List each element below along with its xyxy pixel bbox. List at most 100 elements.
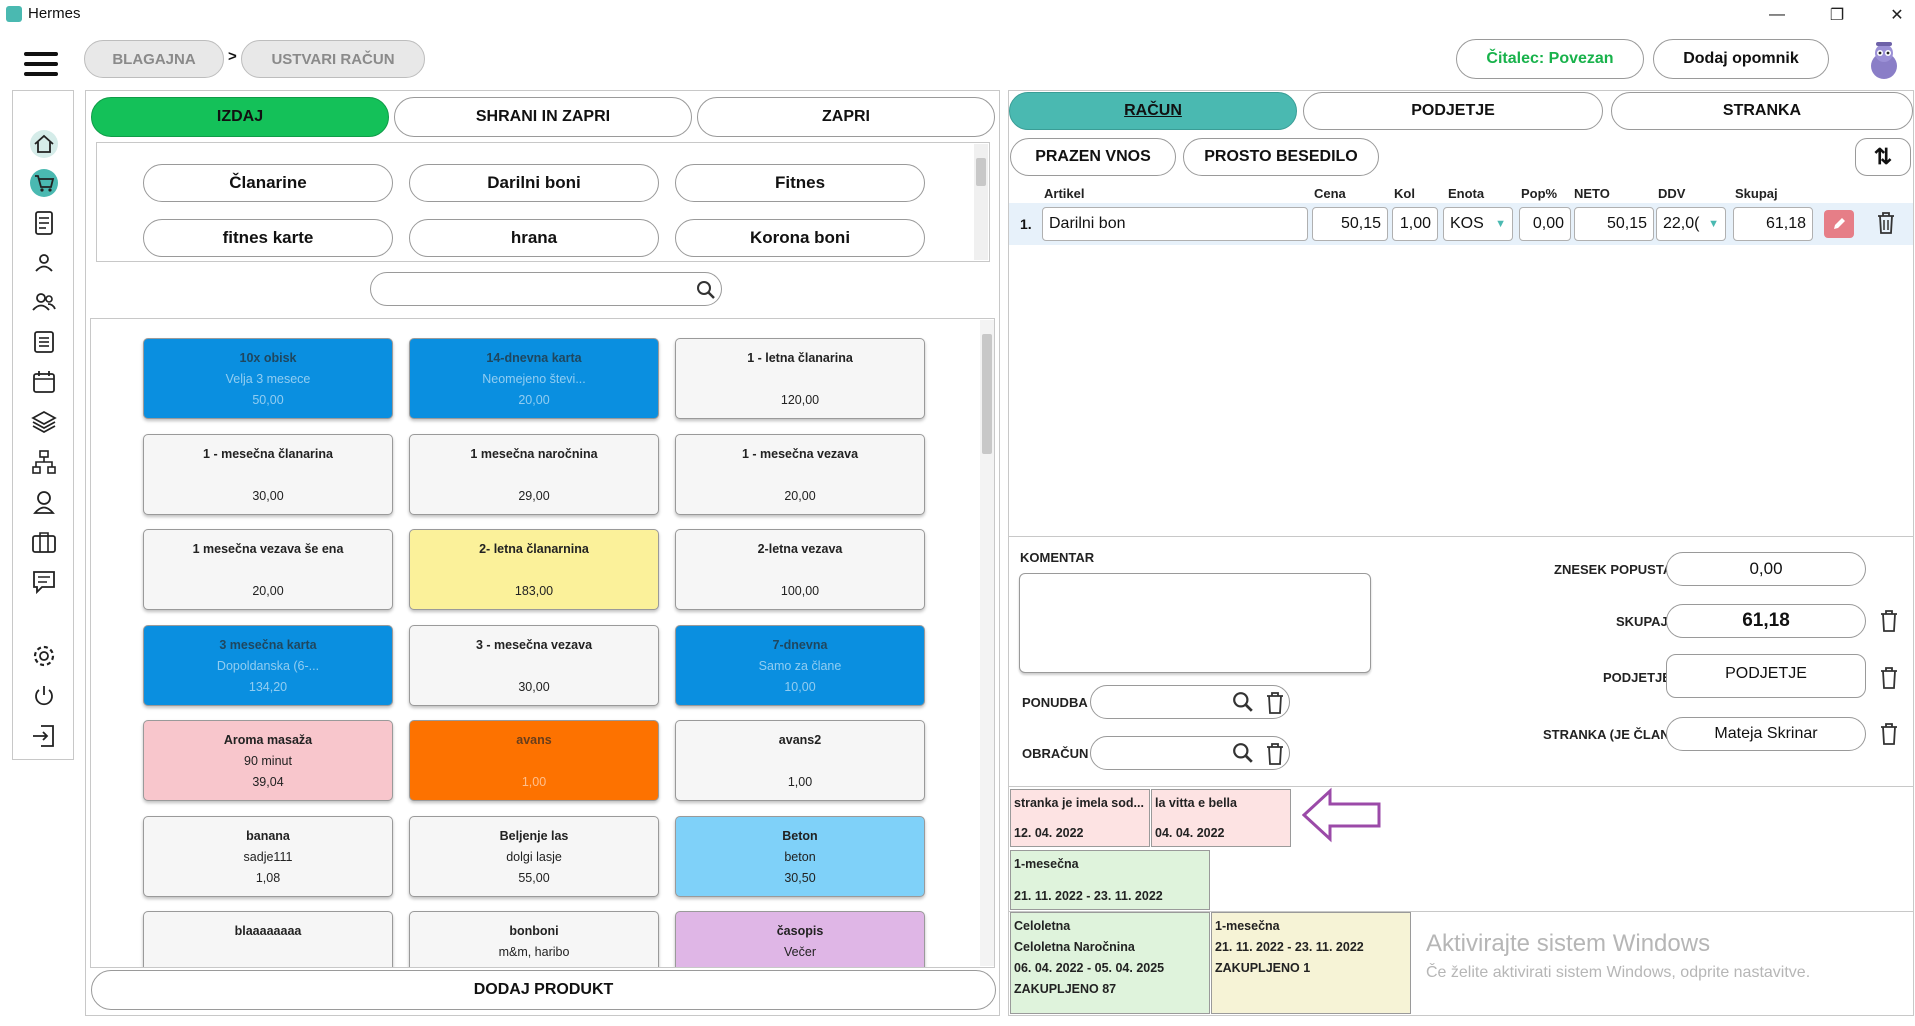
sort-toggle-icon[interactable]: ⇅: [1855, 138, 1911, 176]
customer-field[interactable]: Mateja Skrinar: [1666, 717, 1866, 751]
total-field[interactable]: 61,18: [1733, 207, 1813, 241]
breadcrumb-blagajna[interactable]: BLAGAJNA: [84, 40, 224, 78]
net-field[interactable]: 50,15: [1574, 207, 1654, 241]
support-icon[interactable]: [13, 485, 75, 519]
membership-card[interactable]: 1-mesečna 21. 11. 2022 - 23. 11. 2022: [1010, 850, 1210, 910]
logout-icon[interactable]: [13, 719, 75, 753]
offer-delete-icon[interactable]: [1264, 691, 1286, 715]
edit-icon[interactable]: [1824, 210, 1854, 238]
document-icon[interactable]: [13, 206, 75, 240]
unit-select[interactable]: KOS▼: [1443, 207, 1513, 241]
customer-note[interactable]: stranka je imela sod... 12. 04. 2022: [1010, 789, 1150, 847]
category-button[interactable]: Korona boni: [675, 219, 925, 257]
total-delete-icon[interactable]: [1878, 609, 1900, 633]
avatar[interactable]: [1862, 38, 1906, 82]
category-button[interactable]: Članarine: [143, 164, 393, 202]
vat-select[interactable]: 22,0(▼: [1656, 207, 1726, 241]
category-button[interactable]: hrana: [409, 219, 659, 257]
company-delete-icon[interactable]: [1878, 666, 1900, 690]
add-product-button[interactable]: DODAJ PRODUKT: [91, 970, 996, 1010]
cart-icon[interactable]: [13, 166, 75, 200]
network-icon[interactable]: [13, 445, 75, 479]
home-icon[interactable]: [13, 127, 75, 161]
company-field[interactable]: PODJETJE: [1666, 654, 1866, 698]
discount-field[interactable]: 0,00: [1519, 207, 1571, 241]
close-button[interactable]: ✕: [1890, 7, 1904, 24]
billing-delete-icon[interactable]: [1264, 742, 1286, 766]
save-close-button[interactable]: SHRANI IN ZAPRI: [394, 97, 692, 137]
tab-customer[interactable]: STRANKA: [1611, 92, 1913, 130]
memberships-divider: [1009, 911, 1913, 912]
user-icon[interactable]: [13, 246, 75, 280]
customer-note[interactable]: la vitta e bella 04. 04. 2022: [1151, 789, 1291, 847]
delete-line-icon[interactable]: [1875, 211, 1897, 235]
price-field[interactable]: 50,15: [1312, 207, 1388, 241]
layers-icon[interactable]: [13, 405, 75, 439]
users-icon[interactable]: [13, 285, 75, 319]
search-icon[interactable]: [696, 280, 716, 300]
product-price: 1,00: [521, 775, 547, 789]
comment-textarea[interactable]: [1019, 573, 1371, 673]
product-scrollbar[interactable]: [980, 320, 994, 966]
message-icon[interactable]: [13, 565, 75, 599]
offer-input[interactable]: [1090, 685, 1290, 719]
close-invoice-button[interactable]: ZAPRI: [697, 97, 995, 137]
membership-description: Celoletna Naročnina: [1014, 940, 1135, 954]
blank-entry-button[interactable]: PRAZEN VNOS: [1010, 138, 1176, 176]
customer-delete-icon[interactable]: [1878, 722, 1900, 746]
calendar-icon[interactable]: [13, 365, 75, 399]
billing-input[interactable]: [1090, 736, 1290, 770]
membership-card[interactable]: 1-mesečna 21. 11. 2022 - 23. 11. 2022 ZA…: [1211, 912, 1411, 1014]
qty-field[interactable]: 1,00: [1392, 207, 1438, 241]
offer-search-icon[interactable]: [1232, 691, 1254, 713]
article-field[interactable]: Darilni bon: [1042, 207, 1308, 241]
menu-icon[interactable]: [24, 52, 58, 78]
tab-company[interactable]: PODJETJE: [1303, 92, 1603, 130]
category-button[interactable]: fitnes karte: [143, 219, 393, 257]
membership-card[interactable]: Celoletna Celoletna Naročnina 06. 04. 20…: [1010, 912, 1210, 1014]
product-description: dolgi lasje: [506, 849, 562, 864]
tab-invoice[interactable]: RAČUN: [1009, 92, 1297, 130]
power-icon[interactable]: [13, 679, 75, 713]
gear-icon[interactable]: [13, 639, 75, 673]
notes-divider: [1009, 786, 1913, 787]
product-search-input[interactable]: [370, 272, 722, 306]
category-button[interactable]: Darilni boni: [409, 164, 659, 202]
issue-button[interactable]: IZDAJ: [91, 97, 389, 137]
free-text-button[interactable]: PROSTO BESEDILO: [1183, 138, 1379, 176]
category-scrollbar[interactable]: [974, 144, 988, 260]
add-reminder-button[interactable]: Dodaj opomnik: [1653, 39, 1829, 79]
minimize-button[interactable]: —: [1769, 6, 1785, 23]
list-icon[interactable]: [13, 325, 75, 359]
product-tile[interactable]: blaaaaaaaa: [143, 911, 393, 967]
restore-button[interactable]: ❐: [1829, 7, 1845, 24]
product-name: 14-dnevna karta: [486, 351, 582, 365]
breadcrumb-create-invoice[interactable]: USTVARI RAČUN: [241, 40, 425, 78]
discount-amount-field[interactable]: 0,00: [1666, 552, 1866, 586]
category-button[interactable]: Fitnes: [675, 164, 925, 202]
briefcase-icon[interactable]: [13, 525, 75, 559]
product-name: blaaaaaaaa: [234, 924, 302, 938]
billing-search-icon[interactable]: [1232, 742, 1254, 764]
discount-amount-label: ZNESEK POPUSTA: [1554, 562, 1673, 577]
